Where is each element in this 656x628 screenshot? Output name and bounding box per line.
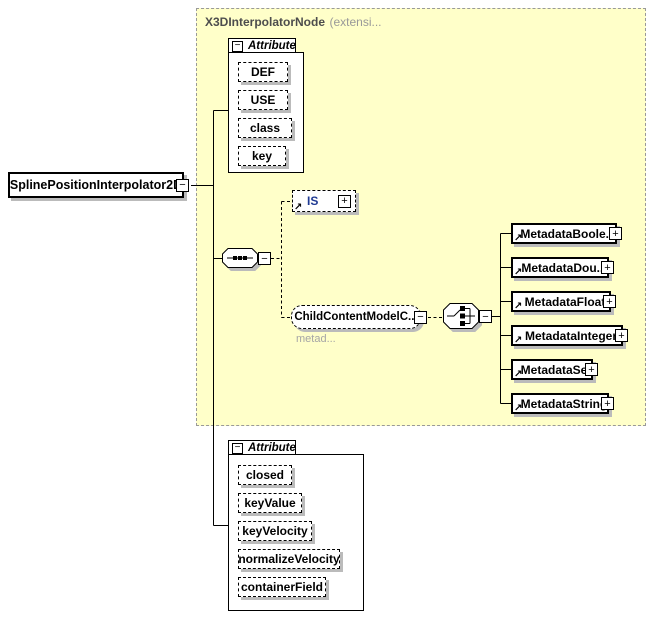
attribute-label: closed	[245, 468, 284, 482]
reference-arrow-icon: ↗	[514, 403, 523, 414]
collapse-toggle[interactable]: −	[176, 178, 189, 192]
sequence-indicator[interactable]	[222, 248, 258, 268]
attribute-group-label: Attribute	[248, 40, 296, 52]
element-metadatainteger[interactable]: ↗ MetadataInteger +	[511, 325, 628, 346]
attribute-label: USE	[250, 93, 276, 107]
attribute-use[interactable]: USE	[238, 90, 288, 110]
element-label: MetadataBoole...	[520, 226, 616, 241]
expand-toggle[interactable]: +	[601, 261, 614, 274]
attribute-normalizevelocity[interactable]: normalizeVelocity	[238, 549, 340, 569]
reference-arrow-icon: ↗	[514, 267, 523, 278]
reference-arrow-icon: ↗	[294, 202, 303, 213]
collapse-toggle[interactable]: −	[414, 310, 427, 324]
element-label: MetadataString	[520, 396, 608, 411]
attribute-closed[interactable]: closed	[238, 465, 292, 485]
group-note: metad...	[296, 333, 336, 345]
group-childcontentmodel[interactable]: ChildContentModelC... −	[291, 305, 427, 329]
root-element-label: SplinePositionInterpolator2D	[9, 178, 183, 192]
attribute-label: class	[249, 121, 281, 135]
choice-icon	[443, 303, 479, 329]
element-label: MetadataSet	[520, 362, 592, 377]
attribute-label: containerField	[240, 580, 323, 594]
expand-toggle[interactable]: +	[609, 227, 622, 240]
element-metadatafloat[interactable]: ↗ MetadataFloat +	[511, 291, 616, 312]
expand-toggle[interactable]: +	[603, 295, 616, 308]
attribute-label: normalizeVelocity	[238, 552, 340, 566]
expand-toggle[interactable]: +	[601, 397, 614, 410]
element-metadatastring[interactable]: ↗ MetadataString +	[511, 393, 614, 414]
reference-arrow-icon: ↗	[514, 301, 523, 312]
reference-arrow-icon: ↗	[514, 369, 523, 380]
attribute-group-bottom-tab: − Attribute	[228, 440, 296, 455]
attribute-keyvelocity[interactable]: keyVelocity	[238, 521, 312, 541]
attribute-label: key	[251, 149, 273, 163]
choice-indicator[interactable]	[443, 303, 479, 329]
expand-toggle[interactable]: +	[338, 194, 351, 208]
sequence-icon	[222, 248, 258, 268]
attribute-group-label: Attribute	[248, 442, 296, 454]
attribute-label: keyVelocity	[242, 524, 308, 538]
element-splinepositioninterpolator2d[interactable]: SplinePositionInterpolator2D −	[8, 172, 189, 198]
collapse-toggle[interactable]: −	[258, 252, 271, 265]
collapse-toggle[interactable]: −	[232, 442, 243, 454]
attribute-containerfield[interactable]: containerField	[238, 577, 326, 597]
reference-arrow-icon: ↗	[514, 233, 523, 244]
element-label: MetadataDou...	[521, 260, 607, 275]
attribute-keyvalue[interactable]: keyValue	[238, 493, 302, 513]
attribute-label: DEF	[251, 65, 275, 79]
group-label: ChildContentModelC...	[294, 311, 418, 323]
reference-arrow-icon: ↗	[514, 335, 523, 346]
element-label: MetadataFloat	[524, 294, 606, 309]
element-label: MetadataInteger	[524, 328, 618, 343]
element-metadatadouble[interactable]: ↗ MetadataDou... +	[511, 257, 614, 278]
collapse-toggle[interactable]: −	[232, 40, 243, 52]
element-is[interactable]: ↗ IS +	[292, 190, 356, 213]
base-type-title: X3DInterpolatorNode	[205, 15, 326, 29]
base-type-header: X3DInterpolatorNode (extensi...	[205, 13, 382, 31]
collapse-toggle[interactable]: −	[479, 310, 492, 323]
expand-toggle[interactable]: +	[585, 363, 598, 376]
base-type-suffix: (extensi...	[329, 15, 382, 29]
expand-toggle[interactable]: +	[615, 329, 628, 342]
attribute-key[interactable]: key	[238, 146, 286, 166]
attribute-label: keyValue	[244, 496, 296, 510]
is-label: IS	[307, 194, 319, 208]
attribute-class[interactable]: class	[238, 118, 292, 138]
attribute-group-top-tab: − Attribute	[228, 38, 296, 53]
attribute-def[interactable]: DEF	[238, 62, 288, 82]
element-metadataboolean[interactable]: ↗ MetadataBoole... +	[511, 223, 622, 244]
element-metadataset[interactable]: ↗ MetadataSet +	[511, 359, 598, 380]
